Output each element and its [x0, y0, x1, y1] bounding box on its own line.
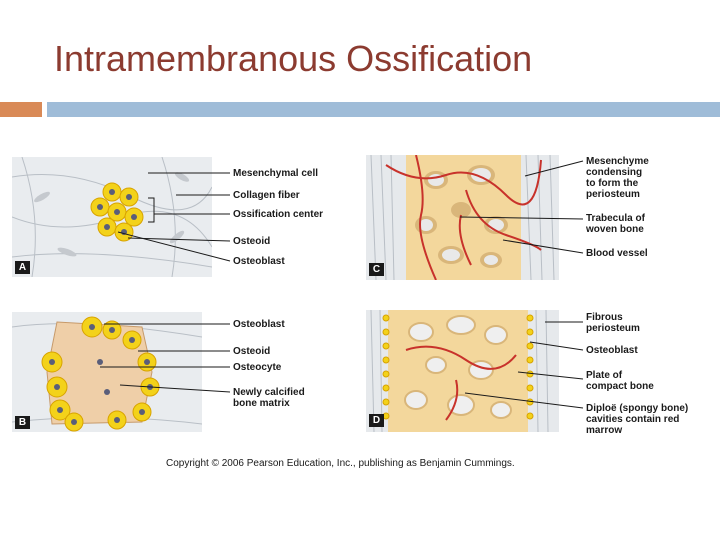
panel-b-illustration: B: [12, 312, 202, 432]
label-periosteum-d: periosteum: [586, 323, 640, 334]
label-osteocyte: Osteocyte: [233, 362, 282, 373]
label-newly-calcified: Newly calcified: [233, 387, 305, 398]
panel-c-tag: C: [369, 263, 384, 276]
label-osteoid-b: Osteoid: [233, 346, 271, 357]
accent-bar-orange: [0, 102, 42, 117]
panel-a-tag: A: [15, 261, 30, 274]
slide-title: Intramembranous Ossification: [54, 38, 533, 79]
panel-b-drawing: [12, 316, 202, 432]
panel-d-drawing: [370, 310, 549, 432]
label-marrow: marrow: [586, 425, 623, 436]
label-fibrous: Fibrous: [586, 312, 623, 323]
panel-d-illustration: D: [366, 310, 559, 432]
label-trabecula-of: Trabecula of: [586, 213, 645, 224]
label-to-form-the: to form the: [586, 178, 639, 189]
label-periosteum-c: periosteum: [586, 189, 640, 200]
label-compact-bone: compact bone: [586, 381, 654, 392]
panel-a-illustration: A: [12, 157, 212, 277]
panel-b-tag: B: [15, 416, 30, 429]
panel-c-drawing: [370, 155, 555, 280]
panel-c-illustration: C: [366, 155, 559, 280]
label-osteoblast-d: Osteoblast: [586, 345, 638, 356]
label-cavities-contain-red: cavities contain red: [586, 414, 680, 425]
label-osteoblast-a: Osteoblast: [233, 256, 285, 267]
panel-a-drawing: [12, 157, 212, 277]
label-bone-matrix: bone matrix: [233, 398, 290, 409]
panel-d-tag: D: [369, 414, 384, 427]
copyright-notice: Copyright © 2006 Pearson Education, Inc.…: [166, 458, 515, 469]
label-ossification-center: Ossification center: [233, 209, 324, 220]
label-osteoid-a: Osteoid: [233, 236, 271, 247]
label-osteoblast-b: Osteoblast: [233, 319, 285, 330]
accent-bar-blue: [47, 102, 720, 117]
label-mesenchyme: Mesenchyme: [586, 156, 649, 167]
label-woven-bone: woven bone: [586, 224, 644, 235]
label-collagen-fiber: Collagen fiber: [233, 190, 300, 201]
label-mesenchymal-cell: Mesenchymal cell: [233, 168, 319, 179]
label-plate-of: Plate of: [586, 370, 623, 381]
label-condensing: condensing: [586, 167, 643, 178]
label-blood-vessel: Blood vessel: [586, 248, 648, 259]
label-diploe: Diploë (spongy bone): [586, 403, 689, 414]
